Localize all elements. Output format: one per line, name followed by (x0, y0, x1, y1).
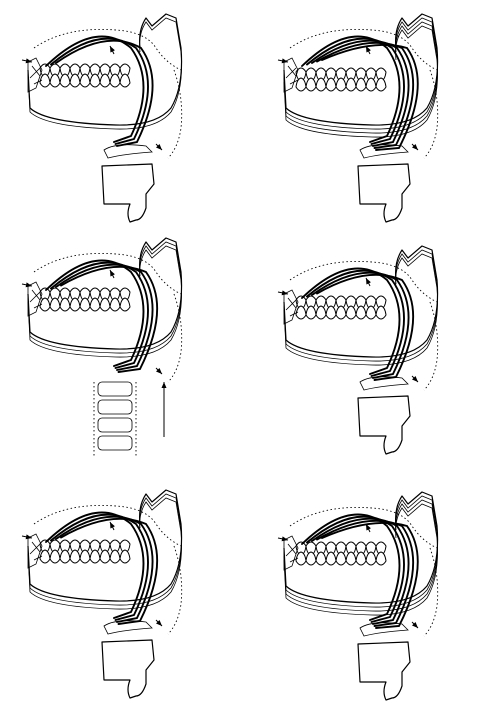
tooth (80, 74, 90, 87)
tooth (120, 550, 130, 563)
tooth (336, 306, 346, 319)
tooth (120, 74, 130, 87)
vertebra (98, 400, 132, 414)
tooth (366, 552, 376, 565)
vertebra (98, 418, 132, 432)
tooth (100, 298, 110, 311)
movement-trace (302, 268, 400, 374)
tooth (120, 298, 130, 311)
vertebra (98, 436, 132, 450)
tooth (60, 550, 70, 563)
panel-bottom-left (6, 484, 231, 709)
tooth (316, 306, 326, 319)
larynx-outline (102, 164, 154, 222)
tooth (90, 298, 100, 311)
tooth (366, 78, 376, 91)
spine-outline (94, 382, 136, 457)
tooth (110, 550, 120, 563)
tooth (100, 74, 110, 87)
incisor-cluster (28, 58, 42, 92)
tooth (326, 552, 336, 565)
larynx-outline (358, 164, 410, 222)
tooth (110, 74, 120, 87)
movement-trace (46, 512, 144, 618)
tooth (306, 552, 316, 565)
tooth (80, 550, 90, 563)
incisor-cluster (28, 282, 42, 316)
tooth (346, 306, 356, 319)
hyoid-bone (104, 145, 152, 158)
tooth (50, 298, 60, 311)
tooth (90, 550, 100, 563)
panel-top-right (262, 8, 487, 233)
tooth (70, 74, 80, 87)
tooth (356, 306, 366, 319)
tooth (326, 78, 336, 91)
tooth (346, 78, 356, 91)
tooth (346, 552, 356, 565)
vertebra (98, 382, 132, 396)
tooth (100, 550, 110, 563)
tooth (366, 306, 376, 319)
panel-middle-left (6, 232, 231, 457)
tooth (60, 74, 70, 87)
upward-arrow-head (162, 382, 167, 388)
tooth (306, 306, 316, 319)
tooth (336, 78, 346, 91)
larynx-outline (102, 640, 154, 698)
movement-trace (46, 36, 144, 142)
tooth (50, 74, 60, 87)
tooth (60, 298, 70, 311)
movement-trace (302, 514, 400, 620)
larynx-outline (358, 642, 410, 700)
incisor-cluster (284, 536, 298, 570)
tooth (70, 298, 80, 311)
tooth (326, 306, 336, 319)
tooth (50, 550, 60, 563)
tooth (376, 78, 386, 91)
tooth (356, 78, 366, 91)
incisor-cluster (28, 534, 42, 568)
tooth (336, 552, 346, 565)
tooth (376, 306, 386, 319)
panel-bottom-right (262, 486, 487, 711)
tooth (306, 78, 316, 91)
tooth (110, 298, 120, 311)
tooth (316, 78, 326, 91)
tooth (70, 550, 80, 563)
tooth (80, 298, 90, 311)
tooth (90, 74, 100, 87)
tooth (356, 552, 366, 565)
panel-top-left (6, 8, 231, 233)
incisor-cluster (284, 290, 298, 324)
tooth (376, 552, 386, 565)
tooth (316, 552, 326, 565)
panel-middle-right (262, 240, 487, 465)
larynx-outline (358, 396, 410, 454)
movement-trace (46, 260, 144, 366)
